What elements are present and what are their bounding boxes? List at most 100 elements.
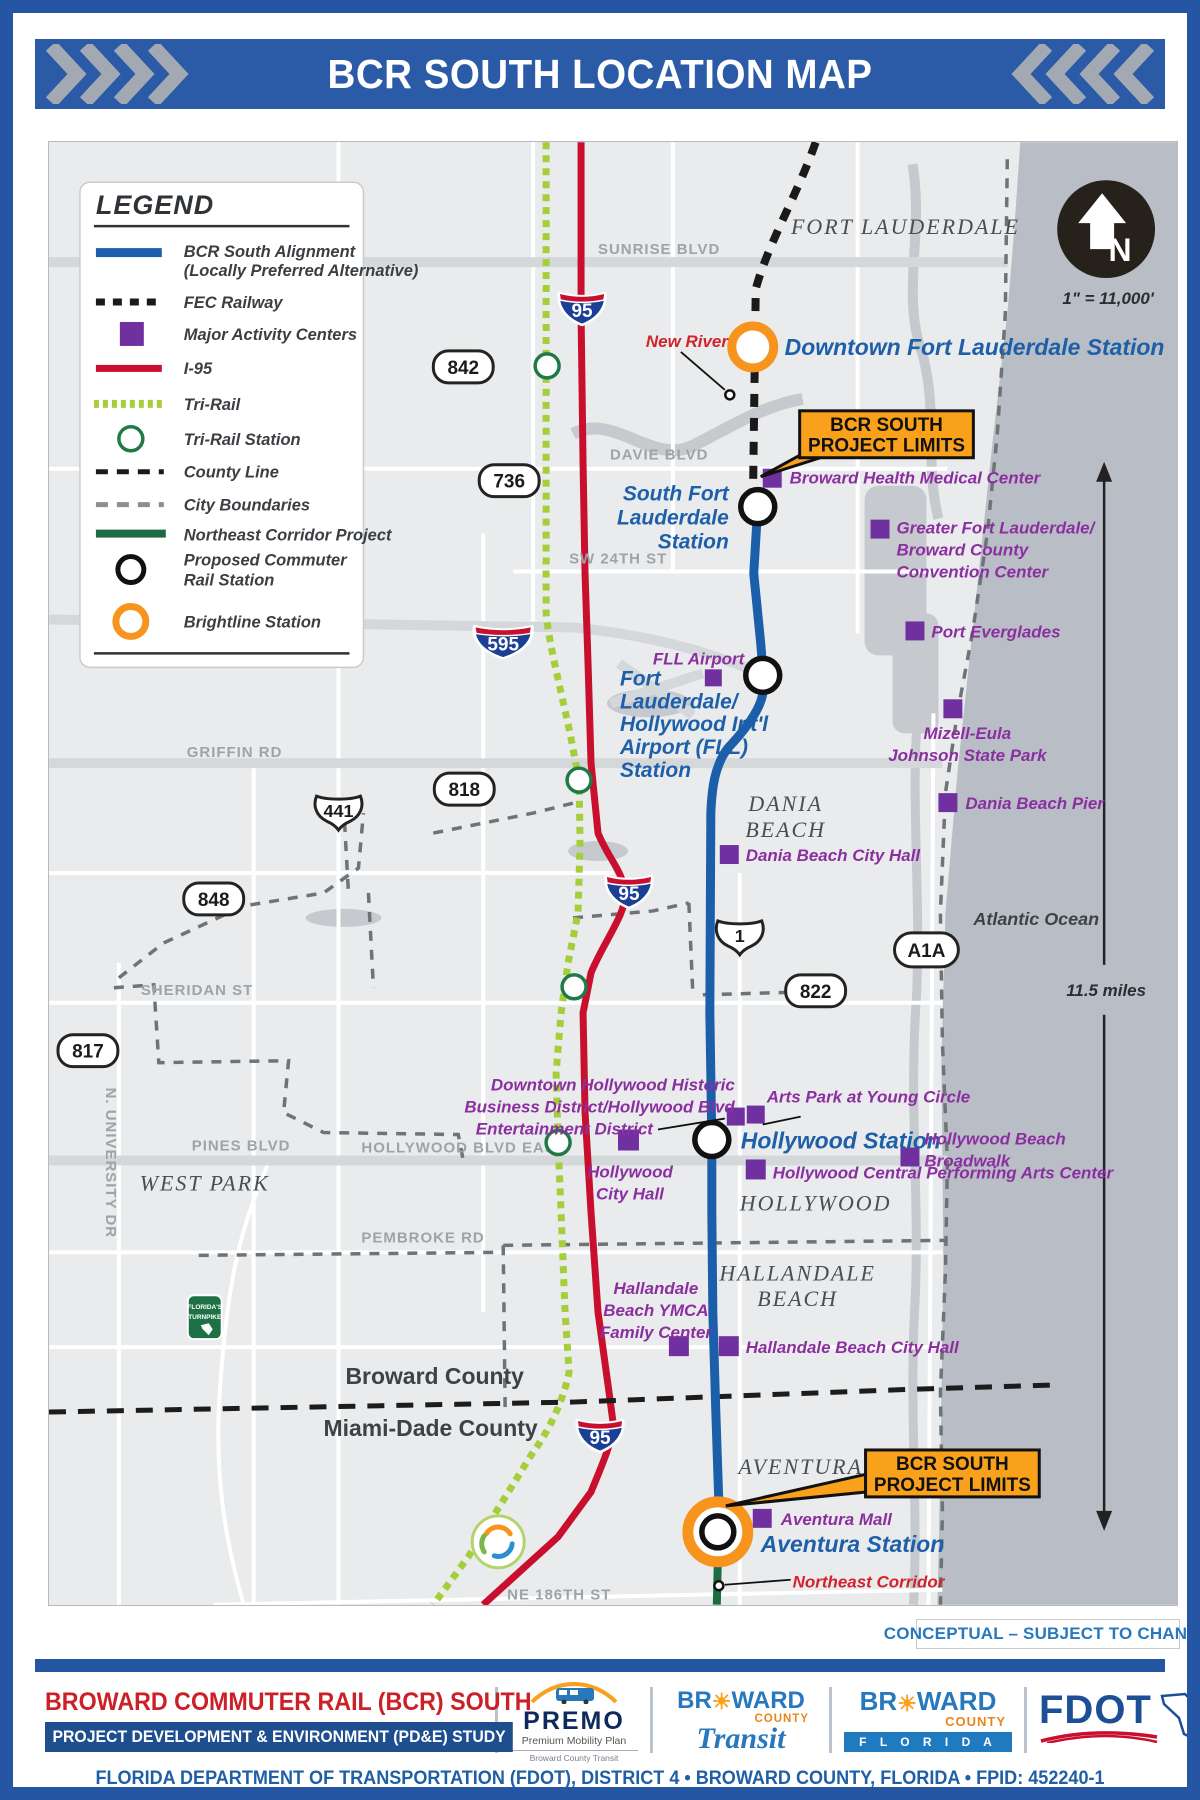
svg-text:Entertainment District: Entertainment District bbox=[476, 1120, 654, 1139]
i595-shield: 595 bbox=[487, 634, 519, 655]
dania-label-1: DANIA bbox=[747, 791, 823, 816]
footer-project-title: BROWARD COMMUTER RAIL (BCR) SOUTH bbox=[45, 1688, 532, 1716]
route-shields: 95 95 95 595 441 1 842 736 818 848 817 8… bbox=[56, 291, 960, 1454]
svg-text:PROJECT LIMITS: PROJECT LIMITS bbox=[808, 436, 965, 457]
hallandale-label-1: HALLANDALE bbox=[718, 1260, 876, 1285]
i95-shield-mid: 95 bbox=[618, 884, 640, 905]
new-river-label: New River bbox=[646, 332, 729, 351]
aventura-mall-label: Aventura Mall bbox=[780, 1510, 892, 1529]
road-labels: SUNRISE BLVD DAVIE BLVD SW 24TH ST GRIFF… bbox=[102, 241, 719, 1604]
svg-text:FLORIDA'S: FLORIDA'S bbox=[187, 1304, 222, 1311]
svg-text:Family Center: Family Center bbox=[600, 1323, 714, 1342]
us1-shield: 1 bbox=[735, 926, 745, 946]
chevrons-right-icon bbox=[45, 44, 189, 104]
i95-shield-top: 95 bbox=[572, 301, 594, 322]
svg-text:Convention Center: Convention Center bbox=[896, 563, 1049, 582]
a1a-shield: A1A bbox=[907, 941, 945, 962]
ne186-st-label: NE 186TH ST bbox=[507, 1587, 611, 1604]
svg-text:Business District/Hollywood Bl: Business District/Hollywood Blvd bbox=[464, 1098, 735, 1117]
sr818-shield: 818 bbox=[448, 780, 480, 801]
fll-station-marker bbox=[743, 655, 783, 696]
svg-text:Hallandale: Hallandale bbox=[614, 1279, 699, 1298]
sr817-shield: 817 bbox=[72, 1042, 104, 1063]
convention-center-label: Greater Fort Lauderdale/ Broward County … bbox=[896, 519, 1096, 582]
fdot-road-icon bbox=[1040, 1730, 1158, 1744]
svg-text:South Fort: South Fort bbox=[623, 483, 730, 506]
svg-text:(Locally Preferred Alternative: (Locally Preferred Alternative) bbox=[184, 262, 419, 280]
svg-text:BCR SOUTH: BCR SOUTH bbox=[896, 1454, 1009, 1475]
griffin-rd-label: GRIFFIN RD bbox=[187, 744, 283, 761]
svg-text:Johnson State Park: Johnson State Park bbox=[888, 746, 1048, 765]
hollywood-station-label: Hollywood Station bbox=[741, 1128, 941, 1154]
svg-text:Hollywood: Hollywood bbox=[587, 1162, 673, 1181]
svg-text:Mizell-Eula: Mizell-Eula bbox=[924, 724, 1012, 743]
hollywood-city-hall-label: Hollywood City Hall bbox=[587, 1162, 673, 1203]
pines-blvd-label: PINES BLVD bbox=[192, 1138, 291, 1155]
svg-text:Tri-Rail Station: Tri-Rail Station bbox=[184, 431, 301, 449]
svg-text:Broadwalk: Broadwalk bbox=[924, 1151, 1011, 1170]
broadwalk-label: Hollywood Beach Broadwalk bbox=[924, 1130, 1065, 1171]
svg-text:City Hall: City Hall bbox=[596, 1184, 664, 1203]
footer-divider bbox=[495, 1687, 498, 1753]
florida-outline-icon bbox=[1160, 1692, 1187, 1737]
aventura-station-marker bbox=[682, 1496, 754, 1568]
fll-airport-label: FLL Airport bbox=[653, 649, 746, 668]
svg-text:BCR South Alignment: BCR South Alignment bbox=[184, 243, 357, 261]
south-ftl-station-label: South Fort Lauderdale Station bbox=[617, 483, 730, 554]
northeast-corridor-label: Northeast Corridor bbox=[793, 1573, 946, 1592]
sr736-shield: 736 bbox=[493, 472, 525, 493]
aventura-label: AVENTURA bbox=[736, 1454, 863, 1479]
davie-blvd-label: DAVIE BLVD bbox=[610, 447, 708, 464]
downtown-ftl-station-marker bbox=[727, 321, 779, 373]
florida-turnpike-shield: FLORIDA'S TURNPIKE bbox=[186, 1294, 223, 1341]
footer-separator bbox=[35, 1659, 1165, 1672]
project-limits-callout-bottom: BCR SOUTH PROJECT LIMITS bbox=[725, 1448, 1041, 1508]
scale-label: 1" = 11,000' bbox=[1062, 289, 1154, 308]
premo-logo: PREMO Premium Mobility Plan Broward Coun… bbox=[510, 1678, 638, 1763]
svg-text:Downtown Hollywood Historic: Downtown Hollywood Historic bbox=[491, 1076, 735, 1095]
premo-bus-icon bbox=[530, 1681, 618, 1704]
city-boundaries bbox=[113, 159, 1010, 1605]
footer-divider bbox=[650, 1687, 653, 1753]
broward-county-transit-logo: BR☀WARD COUNTY Transit bbox=[677, 1686, 809, 1755]
fll-station-label: Fort Lauderdale/ Hollywood Int'l Airport… bbox=[619, 667, 769, 782]
downtown-ftl-station-label: Downtown Fort Lauderdale Station bbox=[785, 334, 1165, 360]
svg-text:Brightline Station: Brightline Station bbox=[184, 613, 321, 631]
north-arrow-icon: N bbox=[1057, 180, 1156, 279]
svg-text:Broward County: Broward County bbox=[896, 541, 1029, 560]
performing-arts-label: Hollywood Central Performing Arts Center bbox=[773, 1163, 1115, 1182]
pembroke-rd-label: PEMBROKE RD bbox=[361, 1229, 484, 1246]
conceptual-note: CONCEPTUAL – SUBJECT TO CHANGE bbox=[884, 1619, 1187, 1649]
footer-bottom-line: FLORIDA DEPARTMENT OF TRANSPORTATION (FD… bbox=[95, 1768, 1105, 1789]
project-limits-callout-top: BCR SOUTH PROJECT LIMITS bbox=[760, 409, 975, 479]
tri-rail-stations bbox=[533, 352, 593, 1157]
chevrons-left-icon bbox=[1011, 44, 1155, 104]
footer-project-subtitle: PROJECT DEVELOPMENT & ENVIRONMENT (PD&E)… bbox=[45, 1722, 514, 1752]
downtown-hollywood-label: Downtown Hollywood Historic Business Dis… bbox=[464, 1076, 735, 1139]
footer-logos: BROWARD COMMUTER RAIL (BCR) SOUTH PROJEC… bbox=[45, 1678, 1187, 1763]
svg-text:TURNPIKE: TURNPIKE bbox=[188, 1314, 222, 1321]
svg-text:City Boundaries: City Boundaries bbox=[184, 497, 310, 515]
ymca-label: Hallandale Beach YMCA Family Center bbox=[600, 1279, 714, 1342]
hallandale-city-hall-label: Hallandale Beach City Hall bbox=[746, 1338, 959, 1357]
footer-divider bbox=[1024, 1687, 1027, 1753]
svg-text:Hollywood Beach: Hollywood Beach bbox=[924, 1130, 1065, 1149]
dania-label-2: BEACH bbox=[745, 817, 826, 842]
svg-text:Hollywood Int'l: Hollywood Int'l bbox=[620, 713, 769, 736]
sun-icon: ☀ bbox=[711, 1688, 732, 1714]
atlantic-ocean bbox=[937, 142, 1177, 1605]
us441-shield: 441 bbox=[324, 801, 354, 821]
activity-center-squares bbox=[617, 468, 963, 1528]
sr842-shield: 842 bbox=[447, 358, 479, 379]
footer-divider bbox=[829, 1687, 832, 1753]
hollywood-blvd-east-label: HOLLYWOOD BLVD EAST bbox=[361, 1140, 565, 1157]
mizell-label: Mizell-Eula Johnson State Park bbox=[888, 724, 1048, 765]
hollywood-station-marker bbox=[692, 1119, 732, 1160]
svg-text:Lauderdale: Lauderdale bbox=[617, 507, 729, 530]
south-ftl-station-marker bbox=[738, 486, 778, 527]
university-dr-label: N. UNIVERSITY DR bbox=[102, 1088, 119, 1238]
broward-county-label: Broward County bbox=[345, 1363, 524, 1389]
map-canvas: 11.5 miles Atlantic Ocean SUNRISE BLVD D… bbox=[48, 140, 1177, 1608]
footer-title-block: BROWARD COMMUTER RAIL (BCR) SOUTH PROJEC… bbox=[45, 1688, 532, 1752]
broward-health-label: Broward Health Medical Center bbox=[790, 469, 1042, 488]
